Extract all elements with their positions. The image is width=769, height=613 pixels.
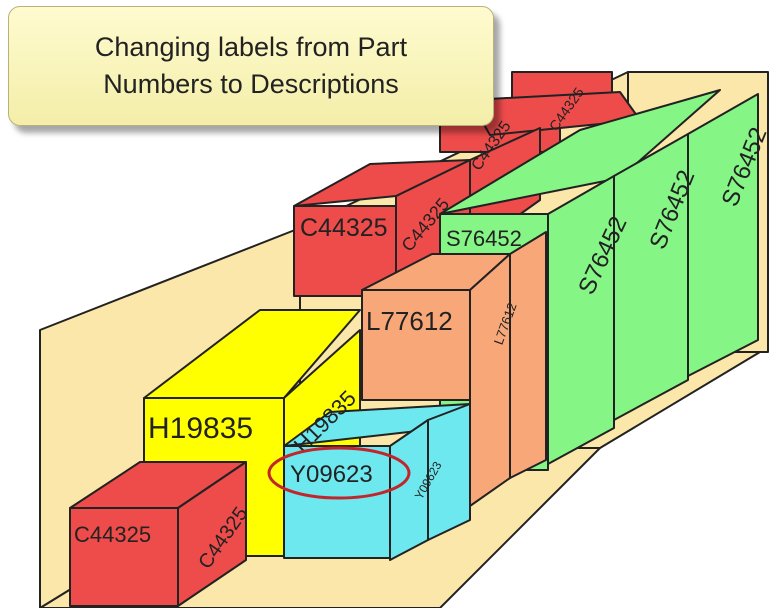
- orange-box-side-2: [509, 231, 547, 479]
- label-yellow-front: H19835: [148, 412, 253, 445]
- green-box-2: [547, 175, 615, 465]
- label-back-red-front: C44325: [300, 214, 388, 242]
- cyan-box-side-2: [427, 403, 471, 541]
- caption-callout: Changing labels from Part Numbers to Des…: [8, 6, 494, 126]
- label-cyan-front: Y09623: [290, 461, 373, 488]
- green-box-top: [439, 89, 721, 215]
- green-box-3: [613, 133, 689, 421]
- red-box-front-front: [69, 507, 179, 607]
- green-box-4: [687, 93, 759, 377]
- red-box-front-side: [177, 461, 247, 607]
- label-orange-front: L77612: [366, 306, 453, 336]
- label-green-1: S76452: [446, 226, 522, 251]
- highlight-ring: [267, 446, 411, 500]
- caption-line-1: Changing labels from Part: [94, 32, 408, 62]
- orange-box-side: [469, 253, 511, 507]
- caption-line-2: Numbers to Descriptions: [103, 69, 399, 99]
- label-front-red-front: C44325: [74, 522, 151, 547]
